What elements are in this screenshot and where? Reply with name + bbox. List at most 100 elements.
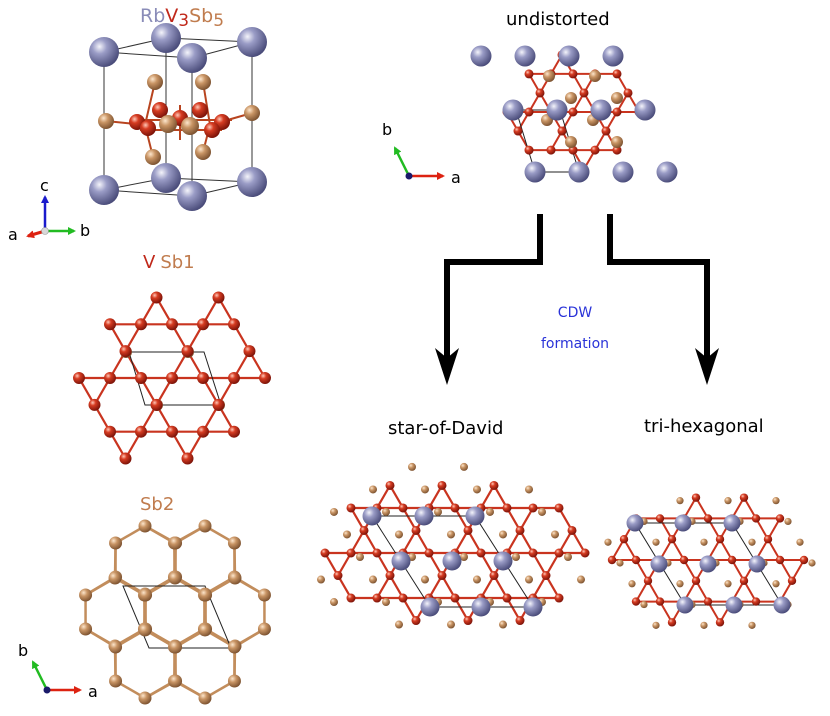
v-atom [320,548,330,558]
rb-atom [626,514,644,532]
sb-atom [356,553,364,561]
v-atom [359,525,369,535]
undistorted-structure [470,45,678,183]
star-of-david-title: star-of-David [388,418,503,439]
axis-c-label: c [40,176,49,195]
arrowhead-left [435,348,459,385]
v-atom [197,372,209,384]
v-atom [135,372,147,384]
sb-atom [382,598,390,607]
v-atom [197,425,209,438]
rb-atom [523,597,543,617]
v-atom [181,345,194,358]
sb-atom [330,507,338,516]
sb-atom [473,485,481,494]
v-atom [612,107,622,117]
v-atom [751,597,761,606]
v-atom [775,555,785,565]
v-atom [513,126,523,136]
v-atom [715,618,725,627]
sb2-atom [138,691,152,705]
v-label: V [143,252,156,273]
v-atom [104,318,116,331]
v-atom [631,555,641,565]
cdw-label: CDW [558,305,593,321]
sb-atom [343,530,351,539]
v-atom [119,452,132,465]
rb-atom [471,597,491,617]
sb2-atom [79,622,93,636]
sb-atom [434,507,442,516]
tri-hexagonal-title: tri-hexagonal [644,416,764,437]
sb-atom [700,538,708,546]
rb-atom [602,45,624,67]
rb-atom [725,596,743,614]
rb-atom [676,596,694,614]
v-atom [799,555,809,565]
sb-atom [611,136,623,148]
sb-atom [676,497,684,505]
rb-atom [656,161,678,183]
sb1-label: Sb1 [160,252,194,273]
v-atom [567,525,577,535]
sb-atom [676,580,684,588]
axis-b-label-bottom: b [18,641,28,660]
rb-atom [650,555,668,573]
v-atom [73,372,85,384]
rb-atom [442,551,462,571]
v-atom [751,514,761,523]
cdw-arrows [444,214,710,362]
v-atom [691,576,701,585]
kagome-v-sb1-layer [73,291,271,465]
v-atom [437,480,447,490]
v-atom [243,345,256,358]
sb-atom [369,575,377,584]
v-atom [228,318,240,331]
sb-atom [499,530,507,539]
v-atom [568,107,578,117]
v-atom [568,69,578,79]
sb-atom [652,621,660,629]
axis-a-label-top: a [451,168,461,187]
rb-atom [514,45,536,67]
v-atom [197,318,209,331]
sb-atom [512,553,520,561]
sb2-atom [227,674,241,688]
v-atom [228,372,240,384]
rb-atom [634,99,656,121]
sb-atom [796,538,804,546]
formula-title: RbV3Sb5 [140,5,224,31]
v-atom [739,493,749,502]
sb-atom [486,507,494,516]
v-atom [554,548,564,558]
v-atom [333,571,343,581]
sb-atom [460,462,468,471]
v-atom [502,593,512,603]
v-atom [580,548,590,558]
v-atom [135,425,147,438]
v-atom [228,425,240,438]
formula-sb: Sb [189,5,213,27]
sb-atom [538,507,546,516]
sb2-atom [138,519,152,533]
v-atom [398,503,408,513]
v-atom [727,555,737,565]
v-atom [166,425,178,438]
rb-atom [470,45,492,67]
v-atom [667,618,677,627]
v-atom [489,480,499,490]
v-atom [541,571,551,581]
rb-atom [612,161,634,183]
v-atom [763,535,773,544]
formation-label: formation [541,336,609,352]
sb-atom [395,620,403,629]
v-atom [502,503,512,513]
sb-atom [460,553,468,561]
arrowhead-right [695,348,719,385]
rb-atom [748,555,766,573]
v-atom [515,525,525,535]
sb-atom [700,621,708,629]
v-atom [546,145,556,155]
undistorted-title: undistorted [506,9,610,30]
rb-atom [493,551,513,571]
